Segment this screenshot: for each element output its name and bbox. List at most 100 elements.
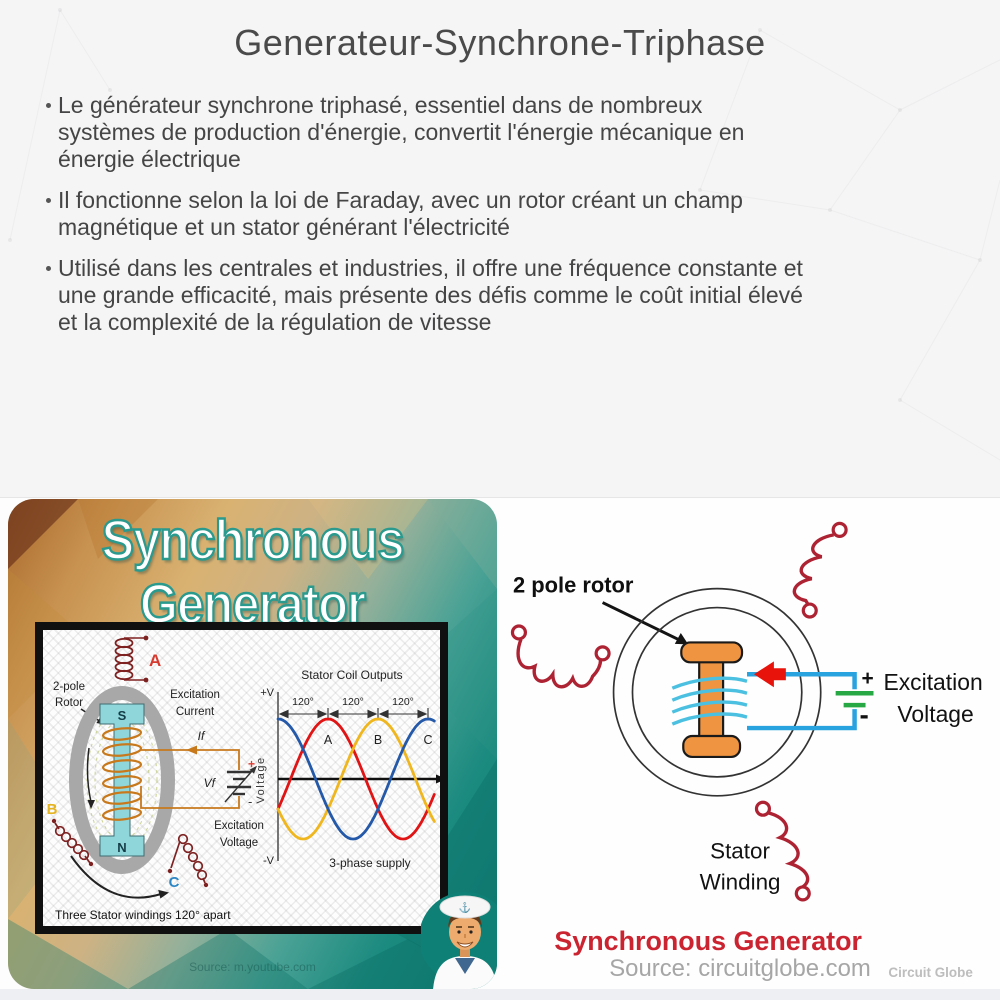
bullet-icon: [46, 266, 51, 271]
sailor-hat-brim: [439, 895, 491, 919]
stator-winding-left: [510, 624, 611, 689]
sailor-mascot: ⚓: [421, 892, 497, 989]
rotor-diagram: 2 pole rotor: [510, 521, 983, 982]
rotor-spool: [680, 641, 744, 759]
stator-winding-bottom-right: [754, 800, 811, 902]
vf-symbol: Vf: [204, 776, 217, 790]
bullet-list: Le générateur synchrone triphasé, essent…: [46, 92, 956, 350]
bullet-item-3: Utilisé dans les centrales et industries…: [46, 255, 956, 336]
page-title: Generateur-Synchrone-Triphase: [234, 22, 766, 63]
stator-coil-b: [51, 818, 94, 867]
battery-vf: [227, 770, 251, 796]
bullet-text: Le générateur synchrone triphasé, essent…: [58, 92, 744, 173]
figure-strip: Synchronous Generator A 2-pole: [0, 497, 1000, 990]
degree-label-1: 120°: [292, 696, 314, 708]
rotor-label-line2: Rotor: [55, 697, 83, 709]
rotor-label-line1: 2-pole: [53, 681, 85, 693]
bullet-1-line-3: énergie électrique: [58, 146, 241, 172]
battery-minus: -: [248, 794, 252, 809]
sailor-eye-left: [457, 930, 461, 934]
figure-2-pole-rotor: 2 pole rotor: [500, 499, 1000, 989]
rotation-arrow: [86, 747, 95, 809]
waveform-phase-C: [276, 717, 436, 841]
figure-title: Synchronous Generator: [100, 509, 405, 637]
bullet-3-line-1: Utilisé dans les centrales et industries…: [58, 255, 803, 281]
watermark: Circuit Globe: [888, 965, 973, 980]
rotor-pointer-arrow: [601, 601, 689, 645]
bullet-1-line-1: Le générateur synchrone triphasé, essent…: [58, 92, 703, 118]
bullet-icon: [46, 103, 51, 108]
sailor-face: [449, 914, 481, 950]
bullet-item-2: Il fonctionne selon la loi de Faraday, a…: [46, 187, 956, 241]
excitation-voltage-line1: Excitation: [214, 820, 264, 832]
bullet-text: Utilisé dans les centrales et industries…: [58, 255, 803, 336]
generator-diagram: A 2-pole Rotor: [47, 635, 440, 922]
stator-coil-c: [167, 833, 209, 888]
sailor-smile: [456, 941, 474, 948]
battery-plus: +: [862, 667, 874, 690]
sailor-neck: [460, 948, 470, 957]
bullet-item-1: Le générateur synchrone triphasé, essent…: [46, 92, 956, 173]
stator-inner-circle: [631, 606, 803, 778]
degree-label-3: 120°: [392, 696, 414, 708]
pole-s-label: S: [118, 708, 127, 723]
figure-caption: Synchronous Generator: [554, 926, 862, 956]
sailor-eye-right: [469, 930, 473, 934]
windings-note: Three Stator windings 120° apart: [55, 908, 231, 922]
plot-caption: 3-phase supply: [329, 856, 410, 870]
stator-output-plot: Stator Coil Outputs +V -V Voltage: [255, 668, 440, 870]
current-direction-arrow: [753, 661, 786, 688]
degree-span-arrows: [278, 709, 428, 719]
left-source-note: Source: m.youtube.com: [189, 960, 316, 974]
anchor-icon: ⚓: [459, 901, 471, 914]
excitation-circuit: [140, 745, 257, 809]
stator-ring: [69, 686, 175, 874]
excitation-voltage-line2: Voltage: [220, 837, 258, 849]
rotor-core: [99, 703, 145, 857]
y-max-label: +V: [260, 687, 274, 699]
bullet-1-line-2: systèmes de production d'énergie, conver…: [58, 119, 745, 145]
bullet-2-line-2: magnétique et un stator générant l'élect…: [58, 214, 510, 240]
y-axis-title: Voltage: [255, 756, 267, 803]
battery: [835, 690, 874, 708]
windings-sweep-arrow: [70, 855, 169, 899]
current-direction-arrow: [186, 745, 197, 755]
stator-winding-label-line2: Winding: [700, 869, 781, 894]
bullet-icon: [46, 198, 51, 203]
phase-c-label: C: [169, 874, 180, 891]
generator-diagram-panel: A 2-pole Rotor: [35, 622, 448, 934]
rotor-coil: [671, 676, 748, 726]
phase-a-label: A: [149, 651, 161, 670]
sailor-collar: [455, 958, 475, 974]
stator-winding-label-line1: Stator: [710, 839, 770, 864]
if-symbol: If: [198, 729, 206, 743]
bullet-2-line-1: Il fonctionne selon la loi de Faraday, a…: [58, 187, 743, 213]
bottom-margin-strip: [0, 989, 1000, 1000]
battery-minus: -: [860, 699, 869, 730]
excitation-label-line2: Voltage: [897, 701, 973, 727]
pole-n-label: N: [117, 840, 126, 855]
wave-a-label: A: [324, 733, 333, 747]
phase-b-label: B: [47, 801, 58, 818]
three-phase-waveforms: [276, 717, 436, 841]
stator-outer-circle: [612, 587, 822, 797]
bullet-text: Il fonctionne selon la loi de Faraday, a…: [58, 187, 743, 241]
excitation-current-line1: Excitation: [170, 689, 220, 701]
waveform-phase-A: [276, 717, 436, 841]
waveform-phase-B: [276, 717, 436, 841]
plot-title: Stator Coil Outputs: [301, 668, 402, 682]
stator-winding-top-right: [792, 521, 848, 619]
excitation-current-line2: Current: [176, 706, 215, 718]
battery-plus: +: [248, 757, 255, 771]
wave-c-label: C: [423, 733, 432, 747]
rotor-label: 2 pole rotor: [513, 573, 634, 598]
stator-coil-a: [114, 635, 149, 683]
bullet-3-line-3: et la complexité de la régulation de vit…: [58, 309, 492, 335]
degree-label-2: 120°: [342, 696, 364, 708]
wave-b-label: B: [374, 733, 382, 747]
x-axis-arrowhead: [436, 774, 440, 784]
figure-synchronous-generator: Synchronous Generator A 2-pole: [8, 499, 497, 989]
source-credit: Source: circuitglobe.com: [609, 955, 871, 982]
excitation-label-line1: Excitation: [883, 669, 982, 695]
